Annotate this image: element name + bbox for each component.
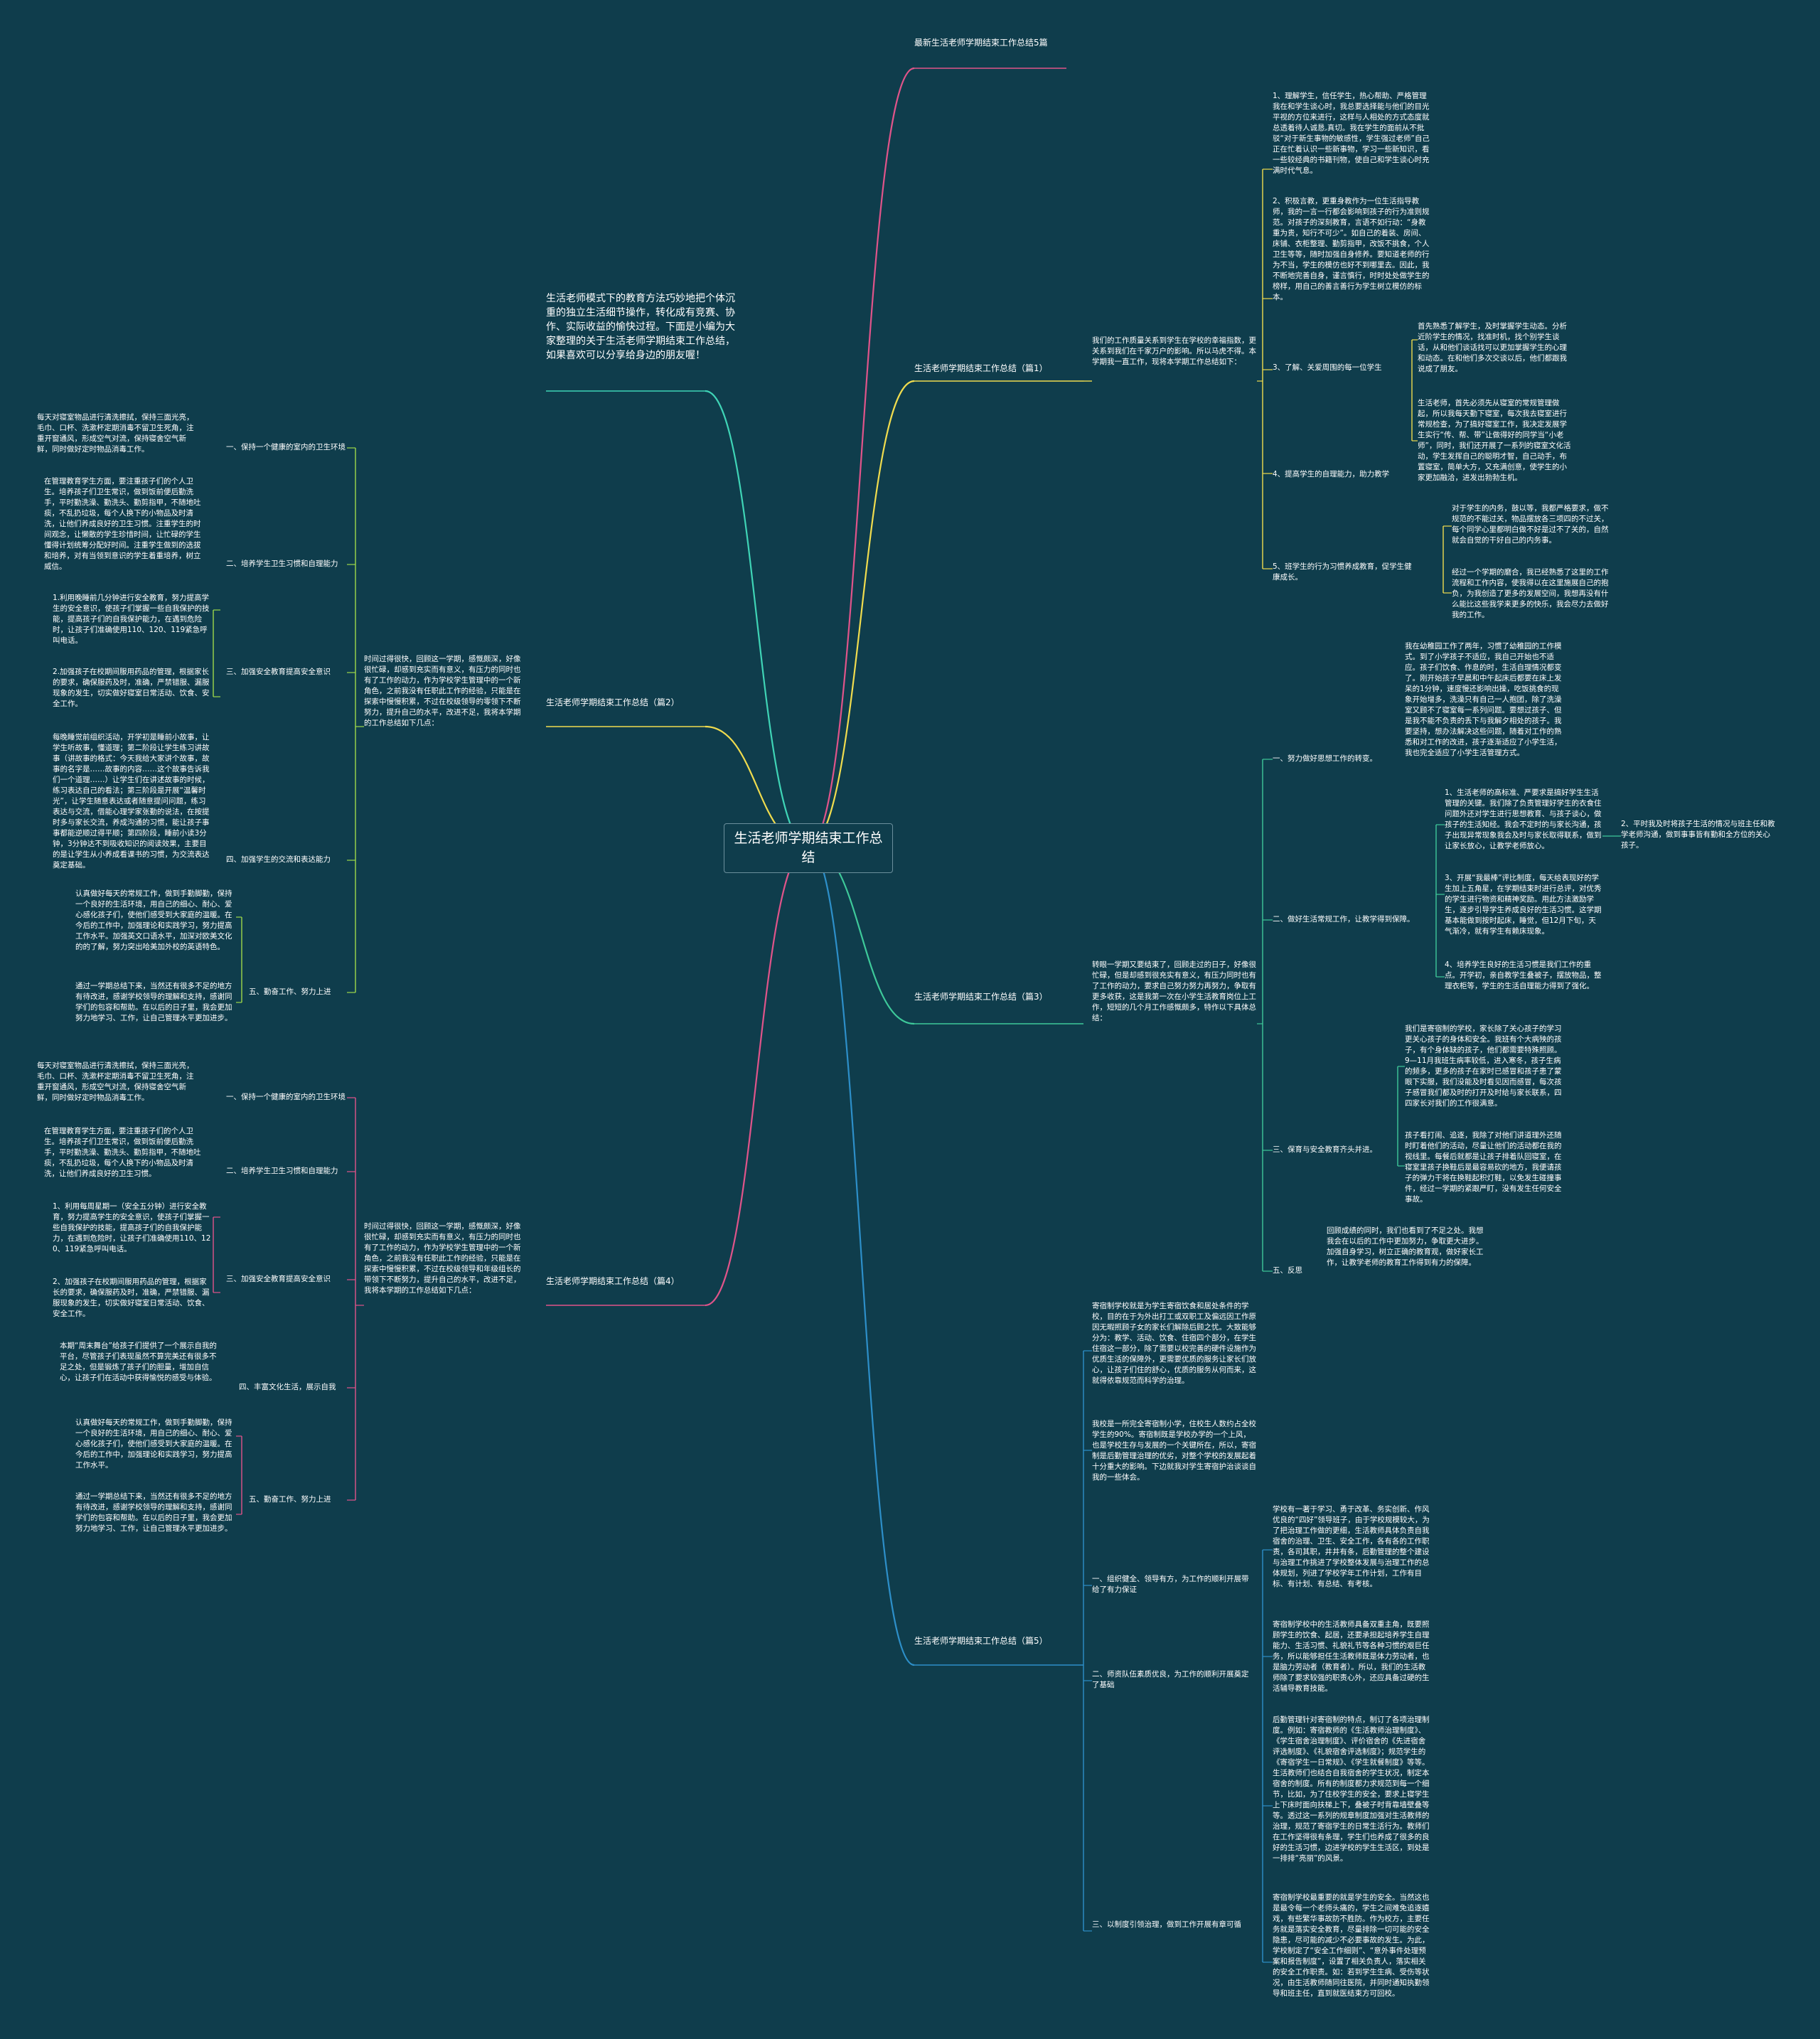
b5-item-2: 二、师资队伍素质优良，为工作的顺利开展奠定了基础 — [1092, 1670, 1249, 1689]
b5-detail-3: 后勤管理针对寄宿制的特点，制订了各项治理制度。例如：寄宿教师的《生活教师治理制度… — [1273, 1716, 1430, 1863]
b4-detail-1: 每天对寝室物品进行清洗擦拭，保持三面光亮，毛巾、口杯、洗漱杯定期消毒不留卫生死角… — [37, 1061, 194, 1102]
b1-intro: 我们的工作质量关系到学生在学校的幸福指数，更关系到我们在千家万户的影响。所以马虎… — [1092, 336, 1256, 366]
trunk-b0 — [808, 67, 915, 847]
b5-detail-2: 寄宿制学校中的生活教师具备双重主角，既要照顾学生的饮食、起居，还要承担起培养学生… — [1273, 1620, 1430, 1693]
b1-item-1: 1、理解学生，信任学生，热心帮助、严格管理我在和学生谈心时，我总要选择能与他们的… — [1273, 92, 1430, 175]
b4-detail-2: 在管理教育学生方面，要注重孩子们的个人卫生。培养孩子们卫生常识，做到饭前便后勤洗… — [44, 1127, 201, 1178]
b3-detail-8: 回顾成绩的同时，我们也看到了不足之处。我想我会在以后的工作中更加努力，争取更大进… — [1327, 1226, 1484, 1267]
b3-detail-2: 1、生活老师的高标准、严要求是搞好学生生活管理的关键。我们除了负责管理好学生的衣… — [1445, 788, 1602, 850]
b4-detail-7: 通过一学期总结下来，当然还有很多不足的地方有待改进，感谢学校领导的理解和支持，感… — [75, 1492, 232, 1533]
b1-detail-1: 首先熟悉了解学生，及时掌握学生动态。分析近阶学生的情况，找准时机，找个别学生谈话… — [1418, 322, 1567, 373]
b1-detail-4: 经过一个学期的磨合，我已经熟悉了这里的工作流程和工作内容，使我得以在这里施展自己… — [1452, 568, 1609, 619]
b3-detail-6: 我们是寄宿制的学校，家长除了关心孩子的学习更关心孩子的身体和安全。我班有个大病殃… — [1405, 1024, 1562, 1108]
b3-item-1: 一、努力做好思想工作的转变。 — [1273, 754, 1377, 763]
b2-item-2: 二、培养学生卫生习惯和自理能力 — [226, 560, 338, 568]
b3-intro: 转眼一学期又要结束了，回顾走过的日子，好像很忙碌，但是却感到很充实有意义，有压力… — [1092, 960, 1256, 1022]
intro-text: 生活老师模式下的教育方法巧妙地把个体沉重的独立生活细节操作，转化成有竞赛、协作、… — [546, 293, 735, 361]
b2-item-4: 四、加强学生的交流和表达能力 — [226, 855, 331, 864]
b3-item-2: 二、做好生活常规工作，让教学得到保障。 — [1273, 915, 1415, 924]
b1-item-4: 4、提高学生的自理能力，助力教学 — [1273, 470, 1390, 478]
branch-5-title[interactable]: 生活老师学期结束工作总结（篇5） — [914, 1636, 1048, 1646]
b2-item-1: 一、保持一个健康的室内的卫生环境 — [226, 443, 346, 451]
b4-intro: 时间过得很快，回顾这一学期，感慨颇深，好像很忙碌，却感到充实而有意义，有压力的同… — [364, 1222, 521, 1295]
trunk-intro — [705, 390, 809, 847]
center-topic[interactable]: 生活老师学期结束工作总结 — [724, 823, 893, 873]
b1-item-5: 5、班学生的行为习惯养成教育，促学生健康成长。 — [1273, 562, 1412, 582]
b4-item-1: 一、保持一个健康的室内的卫生环境 — [226, 1093, 346, 1101]
branch-4-title[interactable]: 生活老师学期结束工作总结（篇4） — [546, 1276, 680, 1286]
b4-item-4: 四、丰富文化生活，展示自我 — [239, 1383, 336, 1391]
b2-intro: 时间过得很快，回顾这一学期，感慨颇深，好像很忙碌，却感到充实而有意义，有压力的同… — [364, 655, 521, 727]
trunk-b4 — [705, 845, 809, 1307]
b5-intro-2: 我校是一所完全寄宿制小学，住校生人数约占全校学生的90%。寄宿制既是学校办学的一… — [1092, 1420, 1256, 1482]
b3-detail-7: 孩子看打闹、追逐，我除了对他们讲道理外还随时盯着他们的活动，尽量让他们的活动都在… — [1405, 1131, 1562, 1204]
b1-detail-3: 对于学生的内务，鼓以等，我都严格要求，做不规范的不能过关，物品摆放各三项四的不过… — [1452, 504, 1609, 545]
b4-detail-3: 1、利用每周星期一（安全五分钟）进行安全教育，努力提高学生的安全意识，使孩子们掌… — [53, 1202, 211, 1253]
b1-detail-2: 生活老师，首先必须先从寝室的常规管理做起，所以我每天勤下寝室，每次我去寝室进行常… — [1418, 399, 1571, 482]
b3-detail-5: 4、培养学生良好的生活习惯是我们工作的重点。开学初，亲自教学生叠被子，摆放物品，… — [1445, 960, 1602, 990]
b4-item-5: 五、勤奋工作、努力上进 — [249, 1495, 331, 1504]
b2-detail-5: 每晚睡觉前组织活动，开学初是睡前小故事，让学生听故事，懂道理；第二阶段让学生练习… — [53, 733, 210, 869]
b4-item-3: 三、加强安全教育提高安全意识 — [226, 1275, 331, 1283]
b2-detail-7: 通过一学期总结下来，当然还有很多不足的地方有待改进，感谢学校领导的理解和支持，感… — [75, 982, 232, 1022]
b3-item-3: 三、保育与安全教育齐头并进。 — [1273, 1145, 1377, 1154]
b2-detail-4: 2.加强孩子在校期间服用药品的管理，根据家长的要求，确保服药及时，准确，严禁错服… — [53, 668, 210, 708]
b3-detail-1: 我在幼稚园工作了两年，习惯了幼稚园的工作模式。到了小学孩子不适应，我自己开始也不… — [1405, 642, 1562, 757]
trunk-b5 — [808, 845, 915, 1666]
b2-detail-2: 在管理教育学生方面，要注重孩子们的个人卫生。培养孩子们卫生常识，做到饭前便后勤洗… — [44, 477, 201, 571]
b1-item-2: 2、积极言教，更重身教作为一位生活指导教师，我的一言一行都会影响到孩子的行为准则… — [1273, 197, 1430, 301]
branch-0-title[interactable]: 最新生活老师学期结束工作总结5篇 — [914, 38, 1048, 48]
branch-2-title[interactable]: 生活老师学期结束工作总结（篇2） — [546, 697, 680, 707]
b2-item-3: 三、加强安全教育提高安全意识 — [226, 668, 331, 676]
b4-detail-5: 本期“周末舞台”给孩子们提供了一个展示自我的平台，尽管孩子们表现虽然不算完美还有… — [60, 1342, 217, 1382]
b2-item-5: 五、勤奋工作、努力上进 — [249, 988, 331, 996]
b5-item-1: 一、组织健全、领导有方，为工作的顺利开展带给了有力保证 — [1092, 1575, 1249, 1594]
b4-item-2: 二、培养学生卫生习惯和自理能力 — [226, 1167, 338, 1175]
b3-detail-3: 2、平时我及时将孩子生活的情况与班主任和教学老师沟通，做到事事皆有勤和全方位的关… — [1621, 820, 1775, 850]
b5-detail-4: 寄宿制学校最重要的就是学生的安全。当然这也是最令每一个老师头痛的，学生之间难免追… — [1273, 1893, 1430, 1998]
b5-intro-1: 寄宿制学校就是为学生寄宿饮食和居处条件的学校，目的在于为外出打工或双职工及偏远因… — [1092, 1302, 1256, 1385]
branch-1-title[interactable]: 生活老师学期结束工作总结（篇1） — [914, 363, 1048, 373]
b3-item-4: 五、反思 — [1273, 1266, 1302, 1275]
b2-detail-3: 1.利用晚睡前几分钟进行安全教育，努力提高学生的安全意识，使孩子们掌握一些自我保… — [53, 594, 210, 645]
b5-detail-1: 学校有一著于学习、勇于改革、务实创新、作风优良的“四好”领导班子，由于学校规模较… — [1273, 1505, 1430, 1588]
trunk-b1 — [808, 380, 915, 847]
b2-detail-6: 认真做好每天的常规工作，做到手勤脚勤，保持一个良好的生活环境，用自己的细心、耐心… — [75, 889, 232, 951]
b4-detail-6: 认真做好每天的常规工作，做到手勤脚勤，保持一个良好的生活环境，用自己的细心、耐心… — [75, 1418, 232, 1470]
b5-item-3: 三、以制度引领治理，做到工作开展有章可循 — [1092, 1920, 1241, 1929]
b1-item-3: 3、了解、关爱周围的每一位学生 — [1273, 363, 1382, 372]
branch-3-title[interactable]: 生活老师学期结束工作总结（篇3） — [914, 992, 1048, 1002]
b2-detail-1: 每天对寝室物品进行清洗擦拭，保持三面光亮，毛巾、口杯、洗漱杯定期消毒不留卫生死角… — [37, 413, 194, 454]
b4-detail-4: 2、加强孩子在校期间服用药品的管理，根据家长的要求，确保服药及时，准确，严禁错服… — [53, 1278, 210, 1318]
b3-detail-4: 3、开展“我最棒”评比制度，每天给表现好的学生加上五角星，在学期结束时进行总评，… — [1445, 874, 1602, 936]
